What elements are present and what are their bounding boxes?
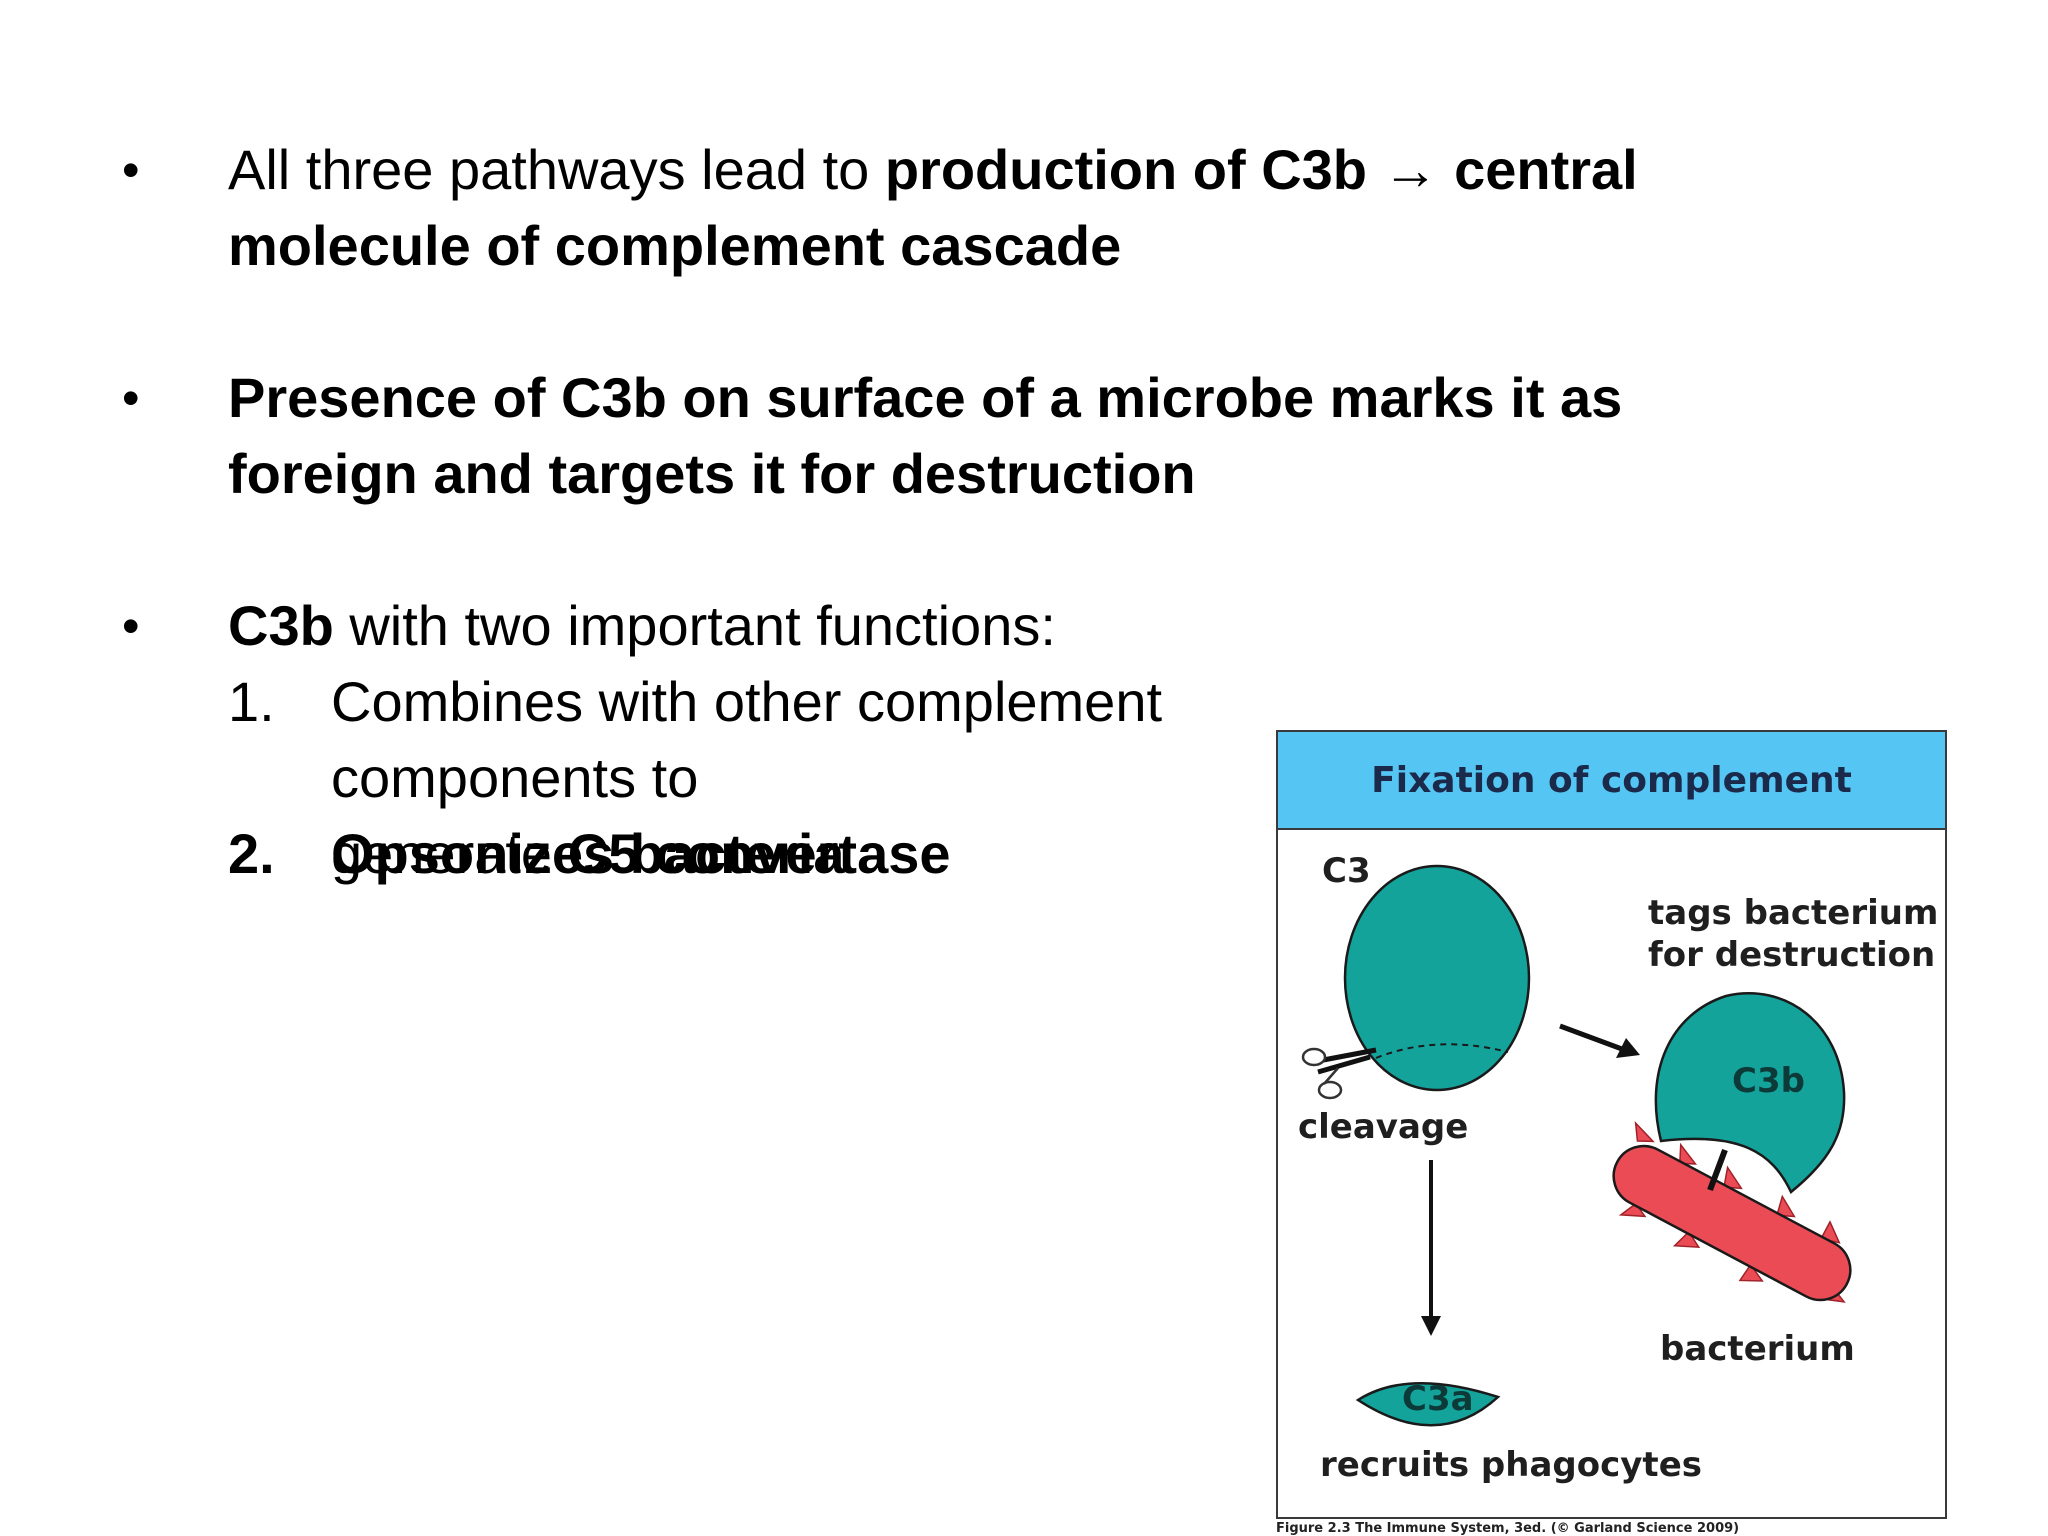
bullet-text: Presence of C3b on surface of a microbe … (228, 360, 1868, 512)
bullet-marker: • (122, 370, 140, 426)
scissors-icon (1301, 1047, 1377, 1100)
c3b-bond (1707, 1148, 1728, 1192)
function-1-bold: C5 convertase (567, 822, 951, 885)
figure-caption: Figure 2.3 The Immune System, 3ed. (© Ga… (1276, 1521, 1740, 1536)
c3a-label: C3a (1402, 1379, 1474, 1419)
bacterium (1612, 1120, 1852, 1303)
function-text: Combines with other complement component… (331, 664, 1431, 892)
function-1-line1: Combines with other complement component… (331, 670, 1163, 809)
bullet-3-bold-lead: C3b (228, 594, 334, 657)
figure-illustration (1301, 864, 1852, 1427)
function-number: 2. (228, 822, 275, 885)
c3b-label: C3b (1732, 1061, 1805, 1101)
bullet-1-plain: All three pathways lead to (228, 138, 885, 201)
figure-title: Fixation of complement (1278, 732, 1945, 830)
arrow-right-icon (1559, 1023, 1640, 1058)
bullet-text: C3b with two important functions: (228, 588, 1868, 664)
bacterium-label: bacterium (1660, 1329, 1855, 1369)
bullet-2-bold-line2: foreign and targets it for destruction (228, 442, 1196, 505)
bullet-marker: • (122, 598, 140, 654)
cleavage-line (1375, 1043, 1509, 1059)
bullet-3-plain: with two important functions: (333, 594, 1056, 657)
c3b-molecule (1654, 992, 1846, 1194)
tags-label-line2: for destruction (1648, 935, 1936, 975)
function-number: 1. (228, 670, 275, 733)
bullet-1-bold-line2: molecule of complement cascade (228, 214, 1122, 277)
tags-label-line1: tags bacterium (1648, 893, 1939, 933)
cleavage-label: cleavage (1298, 1107, 1469, 1147)
bullet-2-bold-line1: Presence of C3b on surface of a microbe … (228, 366, 1623, 429)
c3-molecule (1343, 864, 1531, 1092)
arrow-down-icon (1421, 1160, 1441, 1336)
bullet-text: All three pathways lead to production of… (228, 132, 1868, 284)
function-text: Opsonizes bacteria (331, 822, 845, 885)
recruits-label: recruits phagocytes (1320, 1445, 1702, 1485)
bullet-marker: • (122, 142, 140, 198)
complement-figure: Fixation of complement C3 tags bacterium… (1276, 730, 1947, 1519)
c3a-molecule (1355, 1381, 1501, 1427)
c3-label: C3 (1322, 851, 1371, 891)
function-1-plain: generate (331, 822, 568, 885)
bullet-1-bold-line1: production of C3b → central (884, 138, 1638, 201)
